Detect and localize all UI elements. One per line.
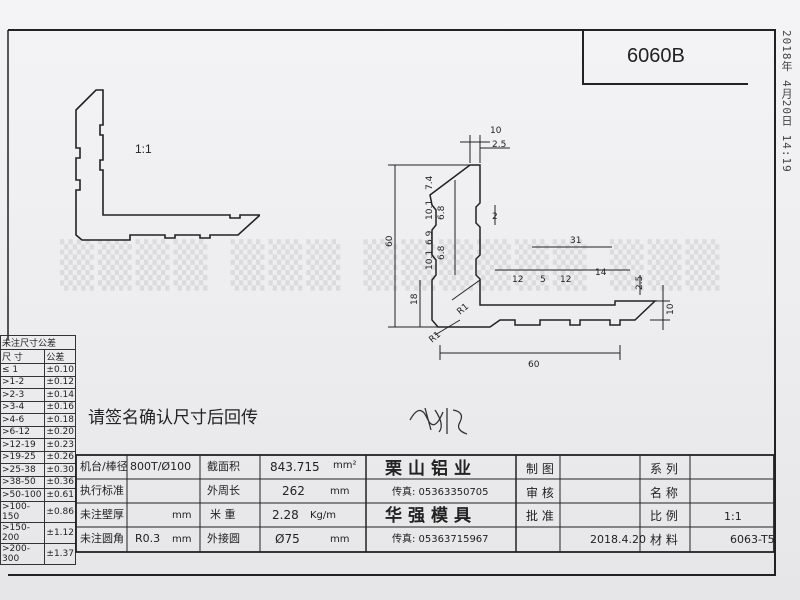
perimeter-value: 262 <box>282 484 305 498</box>
scale-label: 1:1 <box>135 142 152 156</box>
material-value: 6063-T5 <box>730 533 775 546</box>
dim-10-top: 10 <box>490 126 502 136</box>
approved-label: 批 准 <box>526 509 554 523</box>
dim-12-a: 12 <box>512 275 523 285</box>
signature <box>409 407 468 435</box>
tol-size: >200-300 <box>0 542 46 565</box>
dim-6.8-b: 6.8 <box>437 245 447 260</box>
perimeter-unit: mm <box>330 486 350 497</box>
ratio-value: 1:1 <box>724 510 742 523</box>
weight-label: 米 重 <box>210 508 236 521</box>
circle-label: 外接圆 <box>207 532 240 545</box>
tol-value: ±0.14 <box>44 388 76 402</box>
tolerance-col-size: 尺 寸 <box>0 349 46 364</box>
dim-2.5-right: 2.5 <box>635 276 645 290</box>
company-2: 华强模具 <box>385 506 477 526</box>
material-code-box <box>582 30 748 85</box>
company-2-fax: 传真: 05363715967 <box>392 534 489 545</box>
dim-10.1-b: 10.1 <box>425 250 435 270</box>
profile-thumbnail <box>75 89 260 241</box>
confirmation-note: 请签名确认尺寸后回传 <box>88 408 258 428</box>
weight-unit: Kg/m <box>310 510 337 521</box>
perimeter-label: 外周长 <box>207 484 240 497</box>
area-value: 843.715 <box>270 460 320 474</box>
dimensioned-profile: 10 2.5 2 7.4 10.1 6.8 6.9 10.1 6.8 60 18… <box>385 126 676 370</box>
weight-value: 2.28 <box>272 508 299 522</box>
area-label: 截面积 <box>207 460 240 473</box>
dim-31: 31 <box>570 236 581 246</box>
tol-value: ±0.10 <box>44 363 76 377</box>
company-1: 栗山铝业 <box>385 459 477 479</box>
corner-label: 未注圆角 <box>80 532 124 545</box>
material-label: 材 料 <box>650 533 678 547</box>
standard-label: 执行标准 <box>80 484 124 497</box>
dim-6.8-a: 6.8 <box>437 205 447 220</box>
wall-label: 未注壁厚 <box>80 508 124 521</box>
tol-value: ±1.37 <box>44 542 76 565</box>
material-code: 6060B <box>627 45 685 67</box>
machine-label: 机台/棒径 <box>80 460 128 473</box>
dim-2.5-top: 2.5 <box>492 140 506 150</box>
dim-12-b: 12 <box>560 275 571 285</box>
dim-2: 2 <box>492 212 498 222</box>
tolerance-table: 未注尺寸公差 尺 寸 公差 ≤ 1±0.10 >1-2±0.12 >2-3±0.… <box>0 335 76 565</box>
ratio-label: 比 例 <box>650 509 678 523</box>
dim-14: 14 <box>595 268 607 278</box>
tolerance-col-tol: 公差 <box>44 349 76 364</box>
circle-unit: mm <box>330 534 350 545</box>
circle-value: Ø75 <box>275 532 300 546</box>
dim-10-right: 10 <box>666 303 676 315</box>
dim-6.9: 6.9 <box>425 230 435 245</box>
wall-unit: mm <box>172 510 192 521</box>
tol-size: >3-4 <box>0 400 46 414</box>
dim-7.4: 7.4 <box>425 175 435 190</box>
dim-5: 5 <box>540 275 546 285</box>
dim-10.1-a: 10.1 <box>425 200 435 220</box>
company-1-fax: 传真: 05363350705 <box>392 487 489 498</box>
fax-timestamp: 2018年 4月20日 14:19 <box>780 30 793 173</box>
watermark: ▒▒▒▒ ▒▒▒ ▒▒▒▒▒▒ ▒▒▒ <box>60 240 724 291</box>
drawn-label: 制 图 <box>526 462 554 476</box>
dim-60-vertical: 60 <box>385 235 395 247</box>
corner-unit: mm <box>172 534 192 545</box>
tol-value: ±0.12 <box>44 375 76 389</box>
drawing-date: 2018.4.20 <box>590 533 646 546</box>
machine-value: 800T/Ø100 <box>130 460 192 473</box>
dim-18: 18 <box>410 293 420 305</box>
checked-label: 审 核 <box>526 486 554 500</box>
series-label: 系 列 <box>650 462 678 476</box>
area-unit: mm² <box>333 460 357 471</box>
tol-value: ±1.12 <box>44 521 76 544</box>
dim-60-horizontal: 60 <box>528 360 540 370</box>
name-label: 名 称 <box>650 486 678 500</box>
corner-value: R0.3 <box>135 532 161 545</box>
